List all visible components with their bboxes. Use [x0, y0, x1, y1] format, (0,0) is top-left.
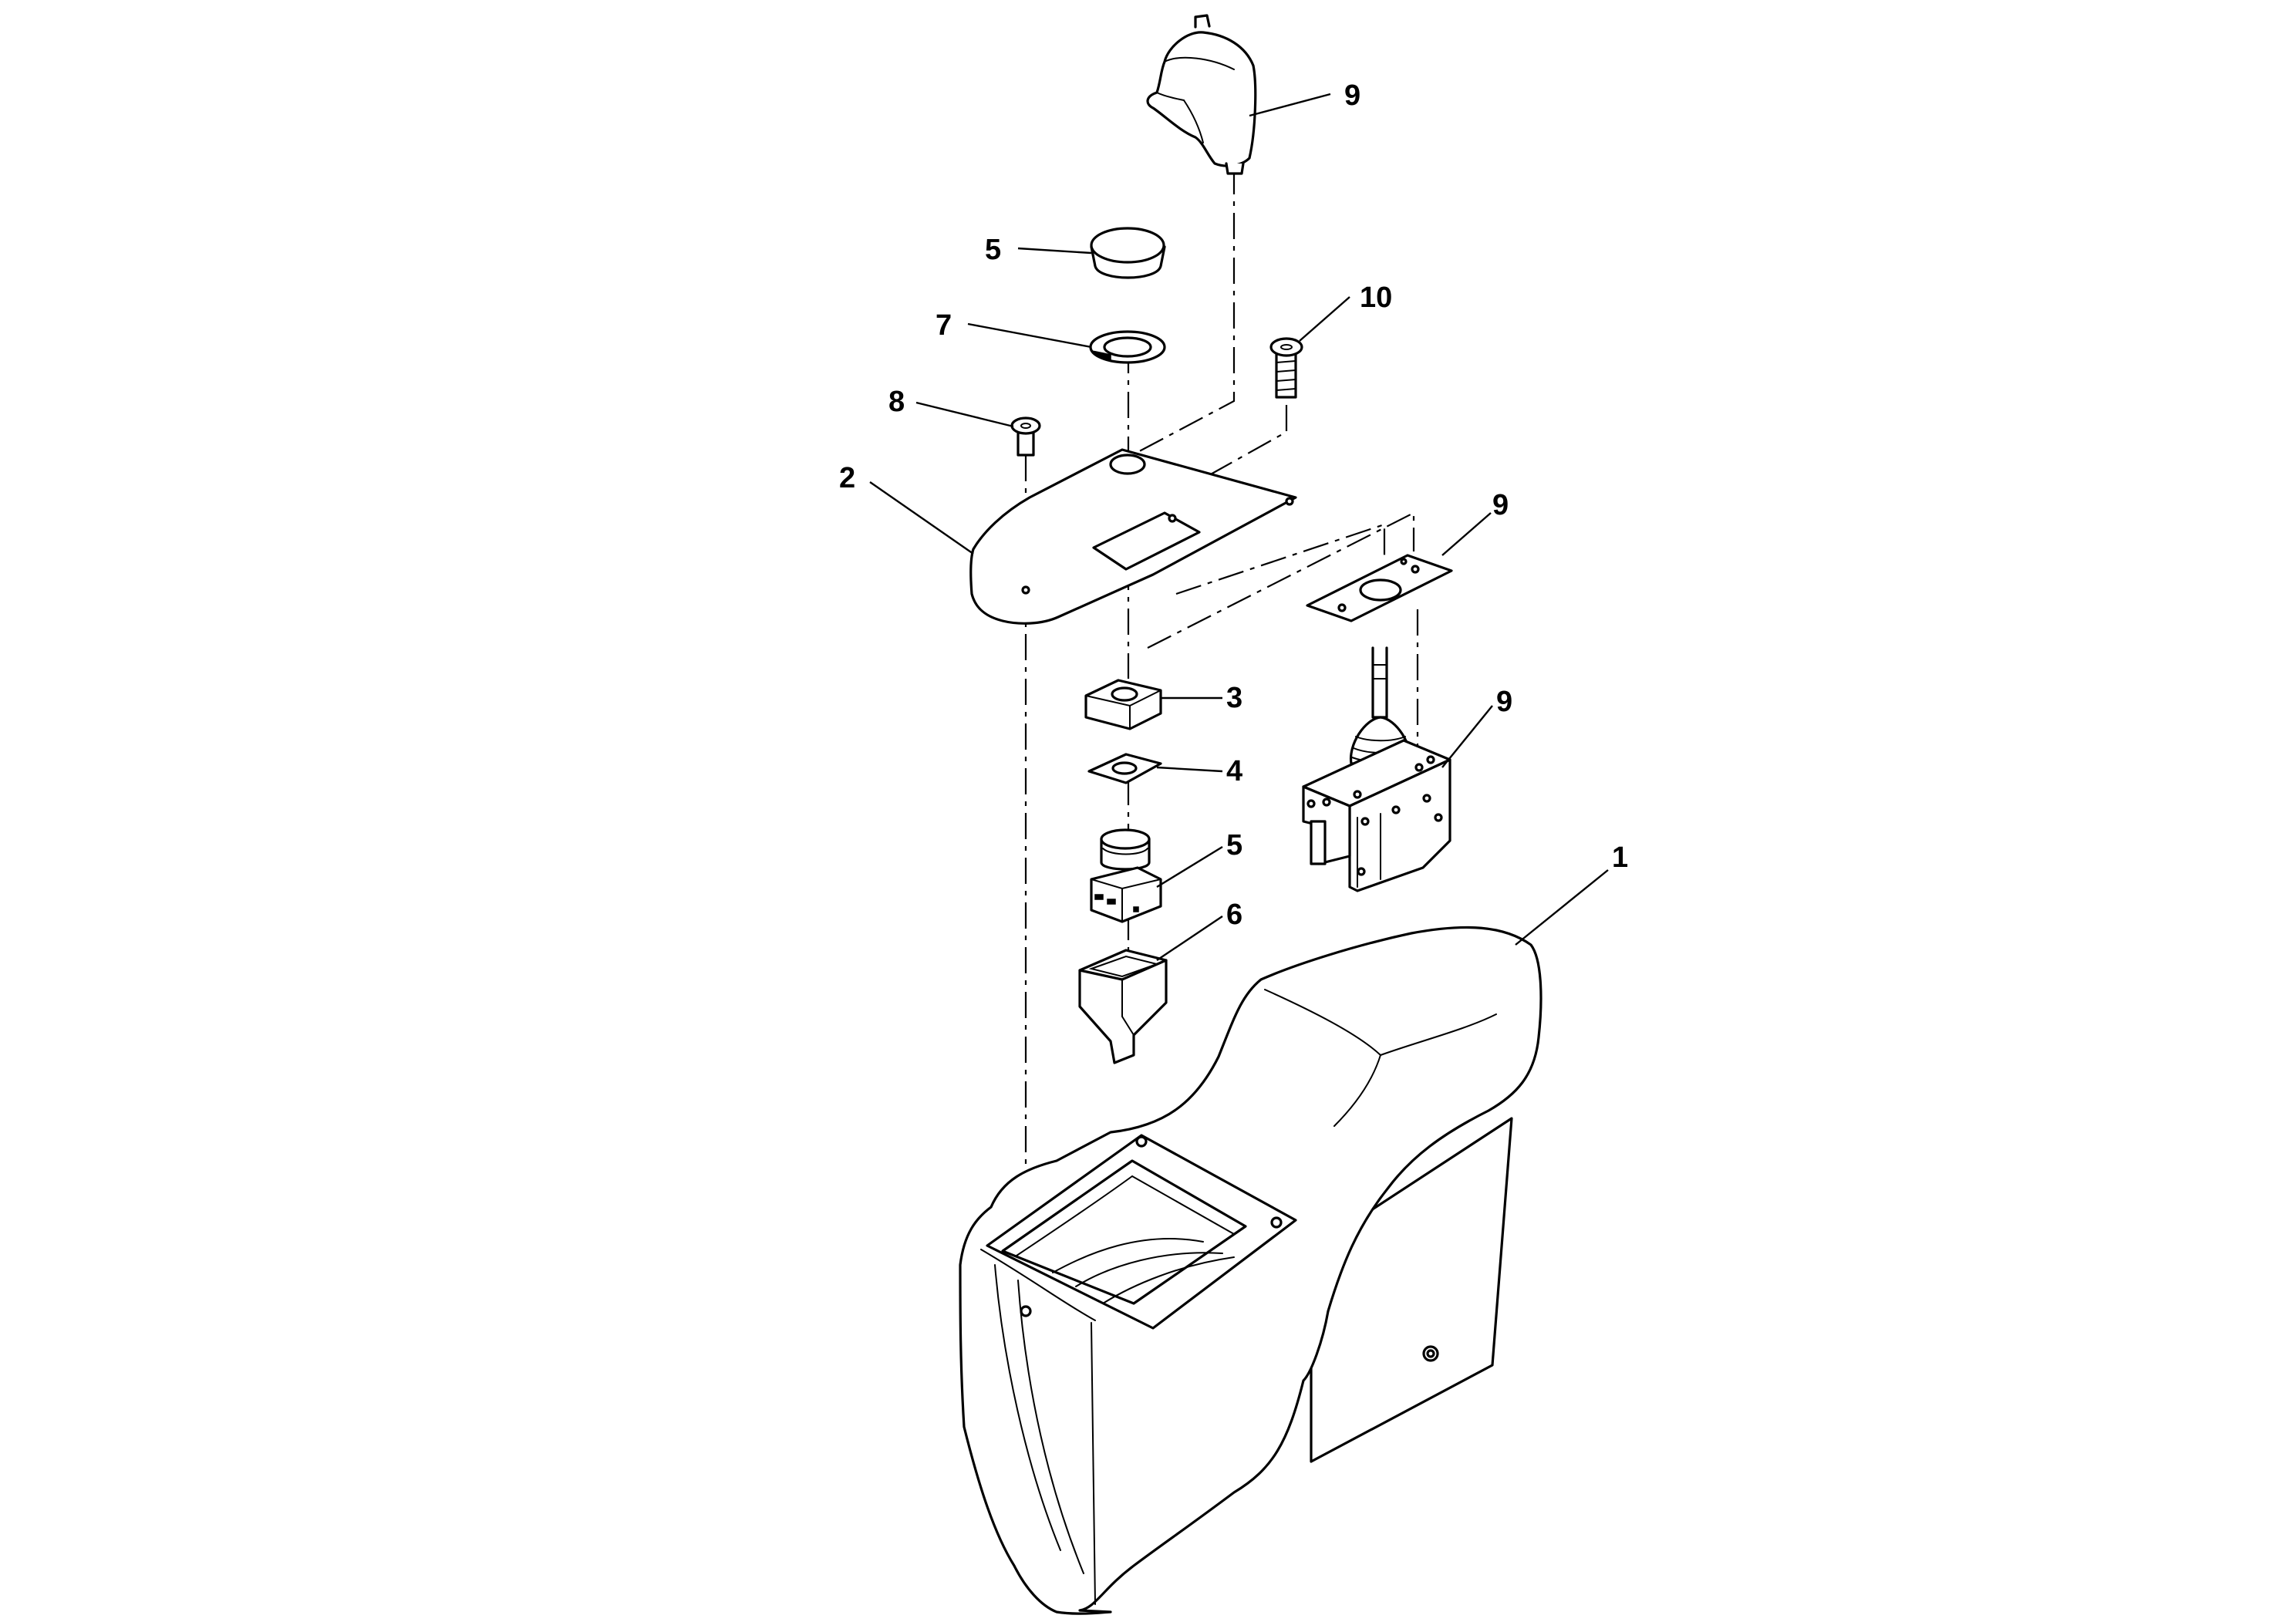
callout-4-gasket: 4 — [1226, 755, 1242, 787]
callouts: 9 5 7 10 8 2 9 3 4 5 6 9 1 — [839, 79, 1628, 931]
joystick-handle — [1146, 14, 1257, 175]
callout-8-screw: 8 — [888, 386, 905, 418]
callout-5-switch: 5 — [1226, 829, 1242, 862]
callout-5-cap: 5 — [985, 234, 1001, 266]
callout-9-plate: 9 — [1492, 489, 1509, 521]
console-housing — [959, 926, 1542, 1615]
callout-3-boot: 3 — [1226, 682, 1242, 714]
funnel-cover — [1078, 949, 1168, 1064]
joystick-assembly — [1302, 646, 1451, 892]
cover-plate — [969, 448, 1297, 625]
callout-1-console: 1 — [1612, 841, 1628, 874]
callout-10-screw: 10 — [1360, 282, 1392, 314]
mounting-plate — [1306, 554, 1453, 622]
boot — [1084, 679, 1162, 730]
screw-short — [1010, 416, 1041, 457]
callout-7-ring: 7 — [936, 309, 952, 342]
cap — [1090, 227, 1166, 279]
callout-9-joystick: 9 — [1496, 686, 1512, 718]
callout-6-funnel: 6 — [1226, 899, 1242, 931]
callout-9-handle: 9 — [1344, 79, 1360, 112]
gasket — [1087, 753, 1162, 784]
ring — [1089, 330, 1166, 364]
screw-long — [1269, 337, 1303, 399]
leader-lines — [869, 93, 1609, 961]
callout-2-cover-plate: 2 — [839, 462, 855, 494]
switch-module — [1090, 828, 1162, 923]
